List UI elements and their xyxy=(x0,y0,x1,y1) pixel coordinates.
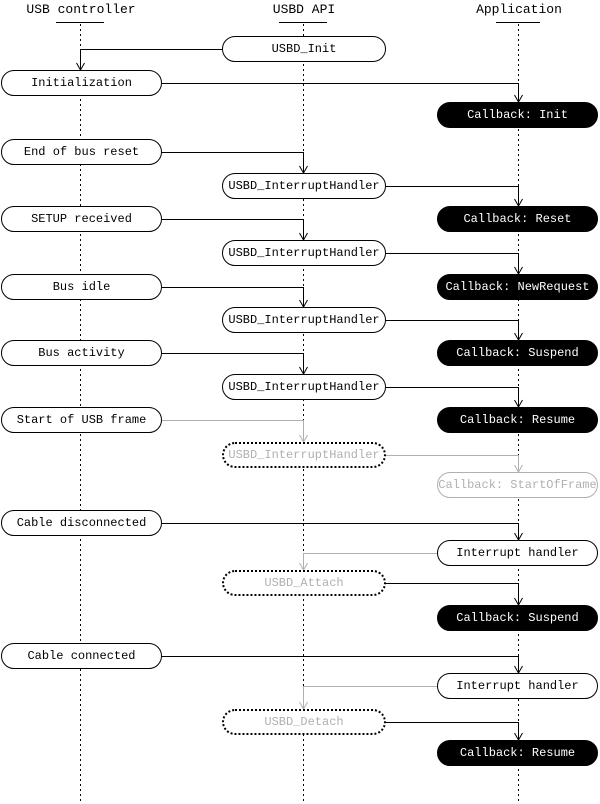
connectors-black xyxy=(76,49,523,742)
connector-interrupthandler-to-callback-startofframe-gray xyxy=(386,455,519,472)
connector-bus-idle-to-interrupthandler xyxy=(162,287,304,307)
lane-title-application: Application xyxy=(476,2,562,17)
node-callback-init: Callback: Init xyxy=(437,102,598,128)
lane-title-usb-controller: USB controller xyxy=(26,2,136,17)
node-usbd-interrupthandler-optional: USBD_InterruptHandler xyxy=(222,442,386,468)
node-initialization: Initialization xyxy=(1,70,162,96)
connector-cable-connected-to-interrupt-handler xyxy=(162,656,519,673)
node-usbd-attach: USBD_Attach xyxy=(222,570,386,596)
connector-interrupthandler-to-callback-reset xyxy=(386,186,519,206)
connectors-gray xyxy=(162,420,523,711)
node-start-of-usb-frame: Start of USB frame xyxy=(1,407,162,433)
connector-start-of-usb-frame-to-interrupthandler-gray xyxy=(162,420,304,442)
connector-interrupthandler-to-callback-suspend xyxy=(386,320,519,340)
connector-usbd-detach-to-callback-resume xyxy=(386,722,519,740)
node-callback-newrequest: Callback: NewRequest xyxy=(437,274,598,300)
node-bus-activity: Bus activity xyxy=(1,340,162,366)
connector-cable-disconnected-to-interrupt-handler xyxy=(162,523,519,540)
node-callback-suspend-1: Callback: Suspend xyxy=(437,340,598,366)
node-setup-received: SETUP received xyxy=(1,206,162,232)
node-callback-resume-2: Callback: Resume xyxy=(437,740,598,766)
node-callback-startofframe: Callback: StartOfFrame xyxy=(437,472,598,498)
connector-bus-activity-to-interrupthandler xyxy=(162,353,304,374)
connector-interrupt-handler-to-usbd-detach-gray xyxy=(303,686,437,709)
node-cable-connected: Cable connected xyxy=(1,643,162,669)
connector-usbd-attach-to-callback-suspend xyxy=(386,583,519,605)
node-usbd-init: USBD_Init xyxy=(222,36,386,62)
node-callback-suspend-2: Callback: Suspend xyxy=(437,605,598,631)
node-usbd-detach: USBD_Detach xyxy=(222,709,386,735)
node-callback-resume-1: Callback: Resume xyxy=(437,407,598,433)
node-usbd-interrupthandler-2: USBD_InterruptHandler xyxy=(222,240,386,266)
connector-usbd-init-to-initialization xyxy=(80,49,222,70)
connector-interrupthandler-to-callback-resume xyxy=(386,387,519,407)
node-cable-disconnected: Cable disconnected xyxy=(1,510,162,536)
node-usbd-interrupthandler-3: USBD_InterruptHandler xyxy=(222,307,386,333)
node-callback-reset: Callback: Reset xyxy=(437,206,598,232)
node-bus-idle: Bus idle xyxy=(1,274,162,300)
connector-interrupthandler-to-callback-newrequest xyxy=(386,253,519,274)
lane-title-usbd-api: USBD API xyxy=(272,2,336,17)
connector-setup-received-to-interrupthandler xyxy=(162,219,304,240)
node-end-of-bus-reset: End of bus reset xyxy=(1,139,162,165)
node-interrupt-handler-2: Interrupt handler xyxy=(437,673,598,699)
connector-end-of-bus-reset-to-interrupthandler xyxy=(162,152,304,173)
node-usbd-interrupthandler-1: USBD_InterruptHandler xyxy=(222,173,386,199)
node-usbd-interrupthandler-4: USBD_InterruptHandler xyxy=(222,374,386,400)
connector-interrupt-handler-to-usbd-attach-gray xyxy=(303,553,437,570)
node-interrupt-handler-1: Interrupt handler xyxy=(437,540,598,566)
connector-initialization-to-callback-init xyxy=(162,83,519,102)
